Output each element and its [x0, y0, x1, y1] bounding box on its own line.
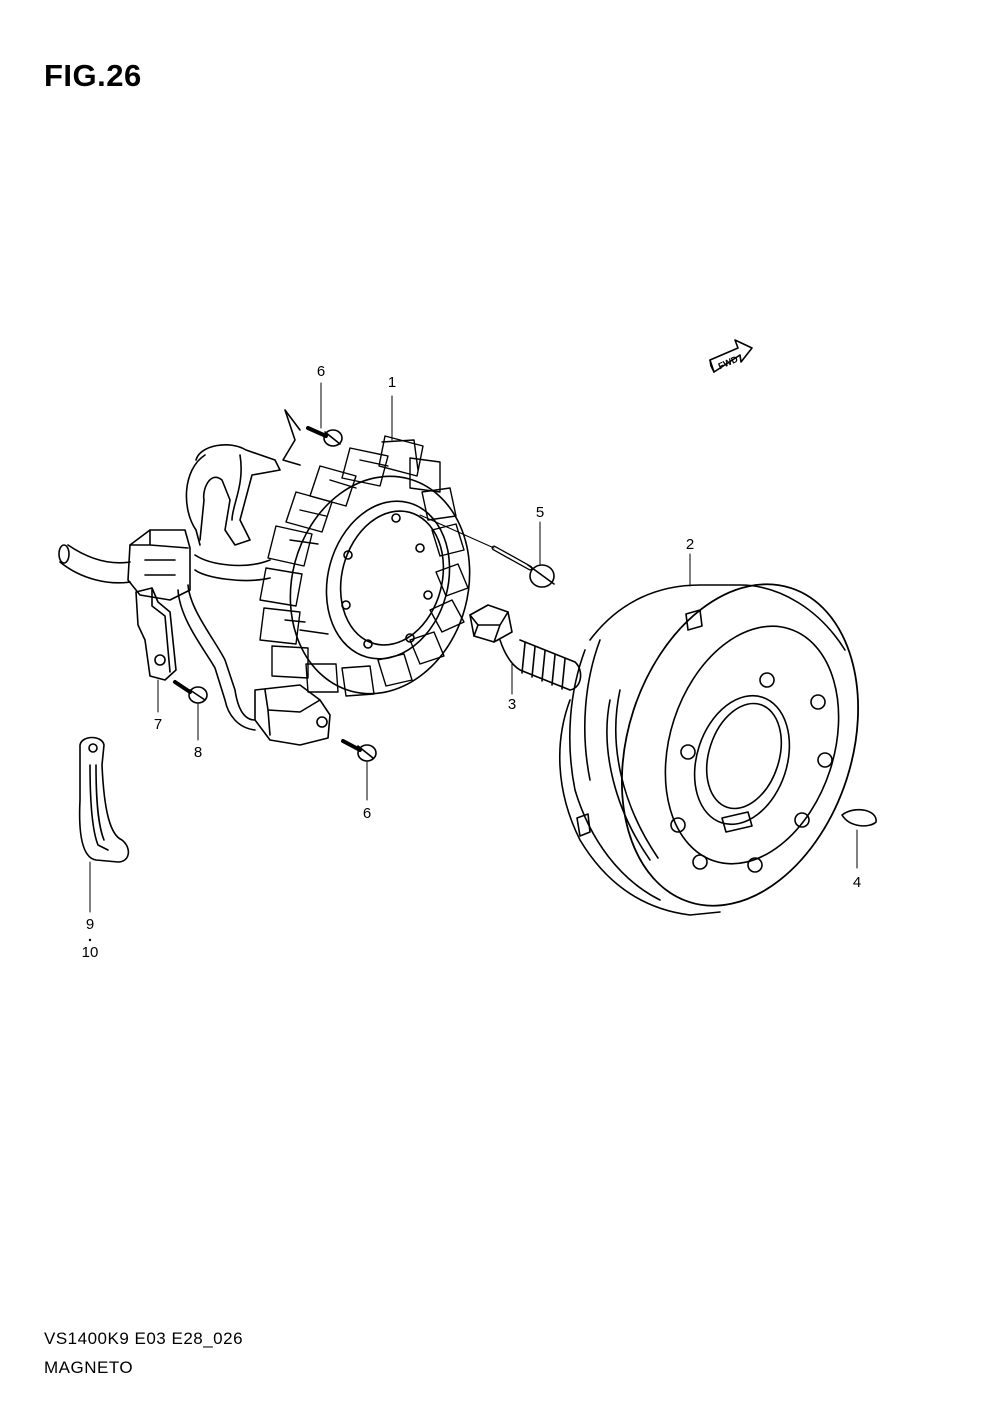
magneto-rotor — [560, 553, 898, 936]
callout-4: 4 — [852, 874, 862, 891]
leader-lines — [90, 383, 857, 912]
woodruff-key-4 — [842, 810, 876, 826]
model-code: VS1400K9 E03 E28_026 — [44, 1329, 244, 1348]
bolt-6-lower — [343, 741, 376, 761]
wire-clamp — [80, 738, 129, 863]
callout-8: 8 — [193, 744, 203, 761]
callout-2: 2 — [685, 536, 695, 553]
callout-6-lower: 6 — [362, 805, 372, 822]
bolt-8 — [175, 682, 207, 703]
callout-1: 1 — [387, 374, 397, 391]
callout-6-upper: 6 — [316, 363, 326, 380]
figure-name: MAGNETO — [44, 1358, 134, 1377]
fwd-arrow-icon: FWD — [710, 340, 752, 372]
stator-coil — [59, 410, 493, 745]
harness-bracket — [136, 588, 176, 680]
callout-3: 3 — [507, 696, 517, 713]
callout-10: 10 — [81, 944, 99, 961]
callout-5: 5 — [535, 504, 545, 521]
figure-title: FIG.26 — [44, 58, 142, 93]
callout-7: 7 — [153, 716, 163, 733]
bolt-6-upper — [308, 428, 342, 446]
rotor-bolt-3 — [470, 605, 581, 690]
bolt-5 — [420, 515, 554, 587]
callout-9: 9 — [85, 916, 95, 933]
